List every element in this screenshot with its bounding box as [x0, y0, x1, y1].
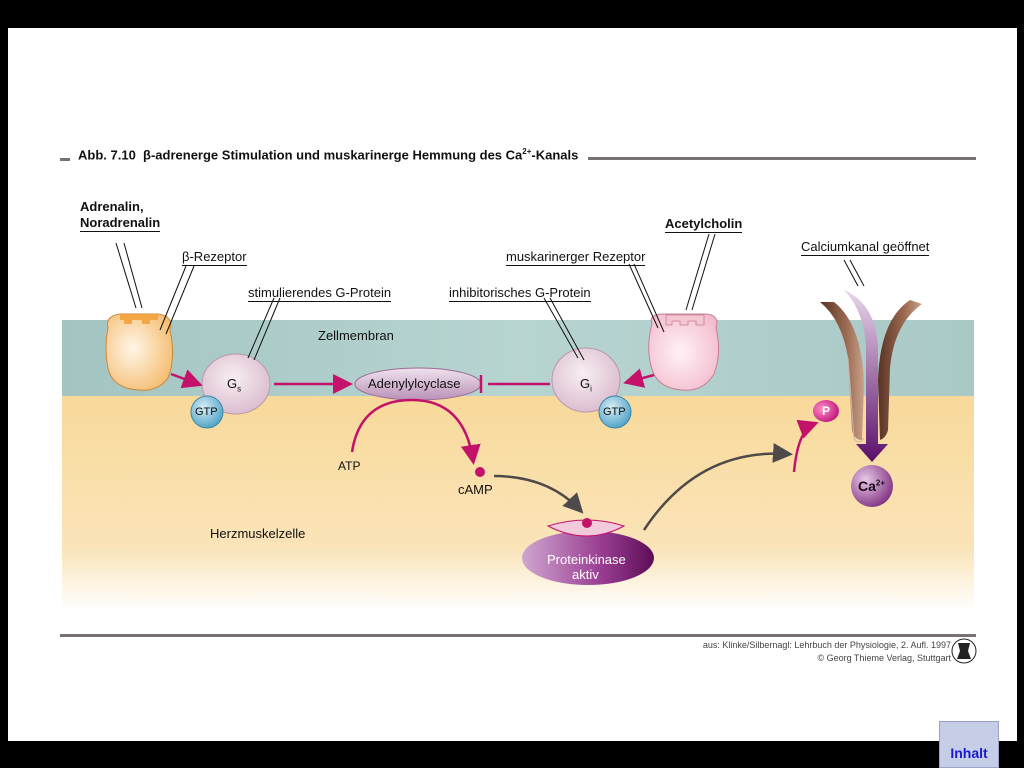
label-gs: Gs	[227, 376, 242, 394]
credit-line-1: aus: Klinke/Silbernagl: Lehrbuch der Phy…	[702, 640, 951, 650]
phosphate-ball	[813, 400, 839, 422]
signaling-diagram	[62, 233, 977, 664]
cytoplasm-area	[62, 396, 974, 611]
label-gtp-right: GTP	[603, 406, 626, 418]
label-p: P	[822, 404, 831, 418]
proteinkinase-shape	[522, 531, 654, 585]
ca-channel-right	[878, 300, 922, 440]
inhalt-button[interactable]: Inhalt	[939, 721, 999, 768]
label-adrenalin: Adrenalin,	[80, 199, 144, 214]
gtp-left-ball	[190, 395, 224, 429]
muscarinic-receptor-shape	[648, 313, 720, 391]
label-proteinkinase-aktiv: aktiv	[572, 567, 599, 582]
publisher-emblem-icon	[951, 638, 977, 664]
label-musk-rezeptor: muskarinerger Rezeptor	[506, 249, 646, 266]
label-noradrenalin: Noradrenalin	[80, 215, 161, 232]
label-camp: cAMP	[458, 482, 493, 497]
figure-title: Abb. 7.10 β-adrenerge Stimulation und mu…	[78, 147, 579, 163]
calcium-ion	[851, 465, 893, 507]
ca-channel-left	[820, 302, 864, 440]
beta-receptor-shape	[105, 313, 174, 391]
caption-rule	[60, 634, 976, 637]
label-ca: Ca2+	[858, 478, 886, 494]
label-beta-rezeptor: β-Rezeptor	[182, 249, 247, 266]
label-zellmembran: Zellmembran	[318, 328, 394, 343]
label-inhib-g-protein: inhibitorisches G-Protein	[449, 285, 591, 302]
label-calciumkanal: Calciumkanal geöffnet	[801, 239, 930, 256]
camp-dot	[475, 467, 485, 477]
gtp-right-ball	[598, 395, 632, 429]
label-stim-g-protein: stimulierendes G-Protein	[248, 285, 392, 302]
label-adenylylcyclase: Adenylylcyclase	[368, 376, 461, 391]
credit-line-2: © Georg Thieme Verlag, Stuttgart	[817, 653, 951, 663]
title-rule-right	[588, 157, 976, 160]
slide: Abb. 7.10 β-adrenerge Stimulation und mu…	[8, 28, 1017, 741]
label-proteinkinase: Proteinkinase	[547, 552, 626, 567]
ca-channel-arrow	[844, 290, 888, 462]
label-acetylcholin: Acetylcholin	[665, 216, 743, 233]
inhalt-label: Inhalt	[950, 745, 988, 761]
label-gtp-left: GTP	[195, 406, 218, 418]
title-rule-left	[60, 158, 70, 161]
label-atp: ATP	[338, 459, 361, 473]
label-gi: Gi	[580, 376, 592, 394]
label-herzmuskelzelle: Herzmuskelzelle	[210, 526, 306, 541]
gi-protein	[551, 347, 621, 413]
